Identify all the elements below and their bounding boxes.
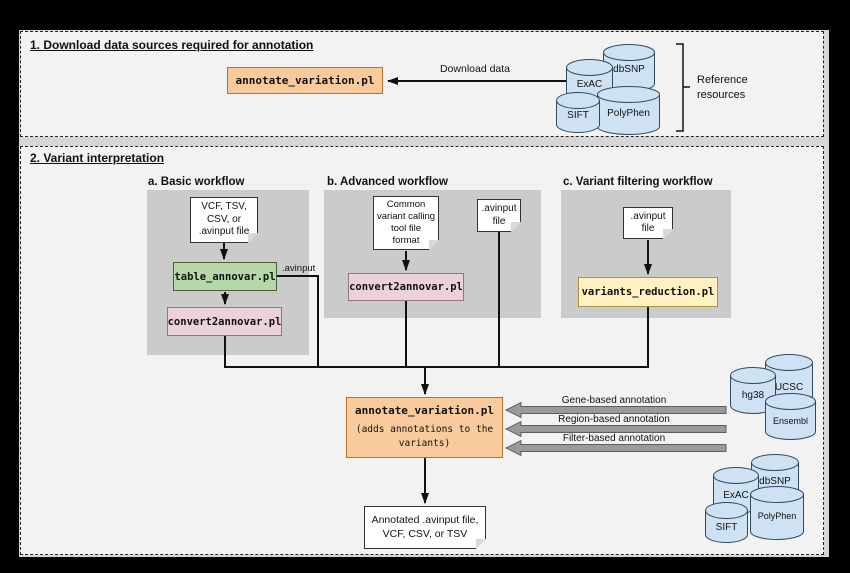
svg-text:UCSC: UCSC <box>775 382 803 393</box>
output-file-doc-text: Annotated .avinput file, VCF, CSV, or TS… <box>371 514 479 540</box>
input-file-doc-b1: Common variant calling tool file format <box>373 196 439 250</box>
polyphen-database-icon: PolyPhen <box>597 86 660 135</box>
input-file-doc-b2: .avinput file <box>477 199 521 232</box>
output-file-doc: Annotated .avinput file, VCF, CSV, or TS… <box>364 506 486 549</box>
svg-text:ExAC: ExAC <box>723 490 749 501</box>
variants-reduction-box: variants_reduction.pl <box>578 277 718 307</box>
annotate-variation-central-label: annotate_variation.pl <box>354 404 495 418</box>
svg-text:PolyPhen: PolyPhen <box>758 511 797 521</box>
svg-text:Ensembl: Ensembl <box>773 416 808 426</box>
ensembl-database-icon: Ensembl <box>765 393 816 440</box>
convert2annovar-label-b: convert2annovar.pl <box>349 281 463 293</box>
svg-text:ExAC: ExAC <box>577 79 603 90</box>
sift-filter-database-icon: SIFT <box>705 502 748 543</box>
convert2annovar-box-b: convert2annovar.pl <box>348 273 464 301</box>
input-file-doc-c: .avinput file <box>623 207 673 239</box>
download-data-label: Download data <box>439 63 511 75</box>
svg-text:dbSNP: dbSNP <box>613 64 645 75</box>
input-file-doc-a: VCF, TSV, CSV, or .avinput file <box>190 197 258 243</box>
variants-reduction-label: variants_reduction.pl <box>581 286 715 298</box>
svg-text:PolyPhen: PolyPhen <box>607 108 650 119</box>
section-download-data <box>20 31 824 137</box>
convert2annovar-box-a: convert2annovar.pl <box>167 307 282 336</box>
gene-annotation-label: Gene-based annotation <box>561 395 667 406</box>
annotate-variation-download-box: annotate_variation.pl <box>227 67 383 94</box>
section2-title: 2. Variant interpretation <box>30 151 165 165</box>
region-annotation-label: Region-based annotation <box>558 414 670 425</box>
sift-database-icon: SIFT <box>556 92 600 133</box>
workflow-b-title: b. Advanced workflow <box>327 176 448 188</box>
reference-resources-label: Reference resources <box>697 74 748 101</box>
svg-text:SIFT: SIFT <box>716 522 738 533</box>
annotate-variation-central-subtitle: (adds annotations to the variants) <box>355 424 494 449</box>
input-file-doc-b2-text: .avinput file <box>481 203 517 227</box>
filter-annotation-label: Filter-based annotation <box>562 433 666 444</box>
avinput-edge-label: .avinput <box>282 263 316 274</box>
svg-text:hg38: hg38 <box>742 390 765 401</box>
dbsnp-database-icon: dbSNP <box>603 44 655 92</box>
workflow-a-title: a. Basic workflow <box>148 176 245 188</box>
section1-title: 1. Download data sources required for an… <box>30 38 314 52</box>
input-file-doc-c-text: .avinput file <box>630 210 666 235</box>
input-file-doc-a-text: VCF, TSV, CSV, or .avinput file <box>198 201 250 238</box>
input-file-doc-b1-text: Common variant calling tool file format <box>376 199 436 246</box>
workflow-c-title: c. Variant filtering workflow <box>563 176 713 188</box>
convert2annovar-label-a: convert2annovar.pl <box>167 315 282 328</box>
table-annovar-box: table_annovar.pl <box>173 262 277 291</box>
annotate-variation-download-label: annotate_variation.pl <box>235 74 375 87</box>
svg-text:SIFT: SIFT <box>567 110 589 121</box>
table-annovar-label: table_annovar.pl <box>174 270 276 283</box>
svg-text:dbSNP: dbSNP <box>759 476 791 487</box>
annotate-variation-central-box: annotate_variation.pl (adds annotations … <box>346 397 503 458</box>
polyphen-filter-database-icon: PolyPhen <box>750 486 804 540</box>
